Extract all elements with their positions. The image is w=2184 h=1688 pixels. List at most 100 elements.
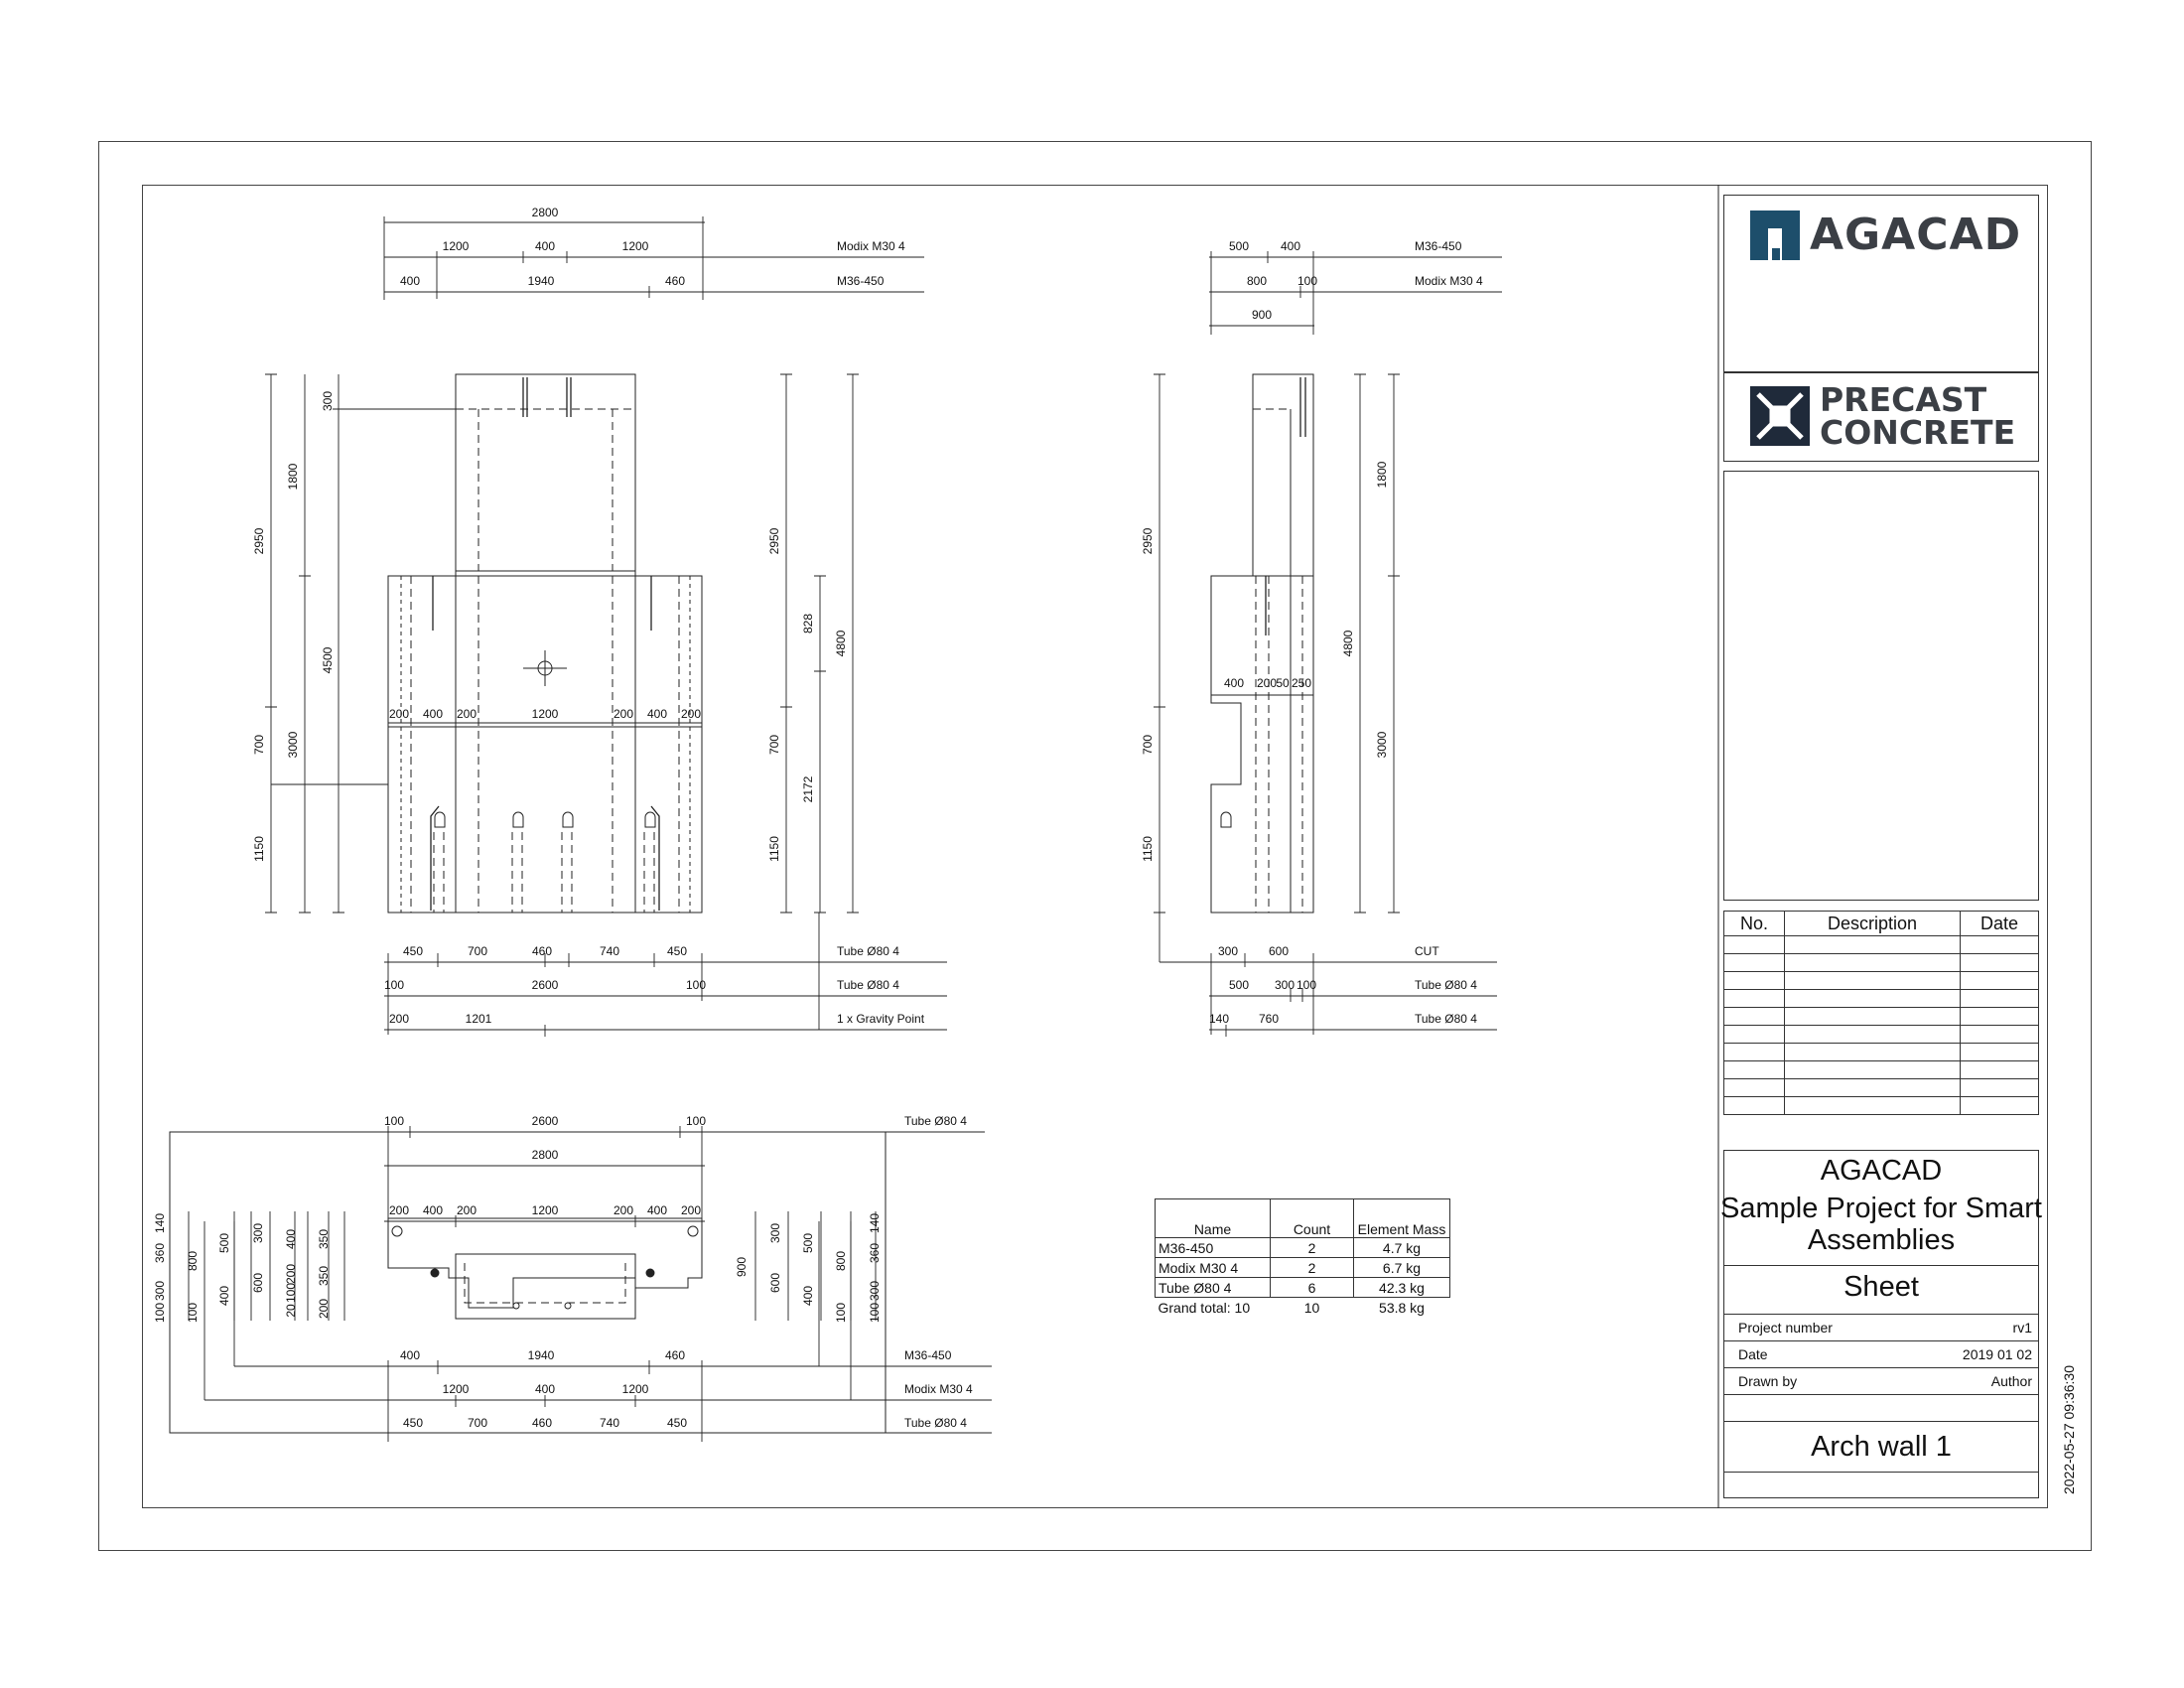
- dim-text: 200: [457, 707, 477, 721]
- dim-text: 200: [614, 707, 633, 721]
- dim-text: 350: [317, 1266, 331, 1286]
- dim-text: 100: [686, 978, 706, 992]
- qty-cell-mass: 4.7 kg: [1353, 1237, 1450, 1258]
- qty-cell-count: 2: [1270, 1257, 1354, 1278]
- product-logo-box: PRECAST CONCRETE: [1723, 372, 2039, 462]
- dim-text: 900: [1252, 308, 1272, 322]
- dim-text: 2950: [252, 527, 266, 554]
- dim-text: 300: [251, 1223, 265, 1243]
- table-row: M36-450 2 4.7 kg: [1155, 1237, 1450, 1258]
- dim-text: 1150: [252, 836, 266, 862]
- dim-label: Modix M30 4: [1415, 274, 1483, 288]
- dim-text: 700: [252, 735, 266, 755]
- dim-label: Modix M30 4: [837, 239, 905, 253]
- side-upper-panel: [1252, 373, 1314, 577]
- qty-cell-name: Modix M30 4: [1155, 1257, 1271, 1278]
- dim-text: 100: [153, 1303, 167, 1323]
- company-name: AGACAD: [1820, 1155, 1943, 1187]
- dim-text: 400: [217, 1286, 231, 1306]
- dim-text: 1200: [443, 1382, 470, 1396]
- dim-text: 400: [423, 1203, 443, 1217]
- dim-text: 1201: [466, 1012, 492, 1026]
- dim-text: 200: [317, 1299, 331, 1319]
- sheet-name: Arch wall 1: [1811, 1431, 1952, 1463]
- dim-text: 300: [1218, 944, 1238, 958]
- dim-text: 300: [868, 1281, 882, 1301]
- quantity-schedule: Name Count Element Mass M36-450 2 4.7 kg…: [1155, 1198, 1450, 1317]
- dim-text: 100: [284, 1283, 298, 1303]
- table-row: Tube Ø80 4 6 42.3 kg: [1155, 1277, 1450, 1298]
- dim-text: 4800: [1341, 630, 1355, 656]
- sheet-label: Sheet: [1843, 1271, 1919, 1303]
- agacad-logo-text: AGACAD: [1810, 210, 2022, 260]
- dim-text: 250: [1292, 676, 1311, 690]
- table-row: Modix M30 4 2 6.7 kg: [1155, 1257, 1450, 1278]
- dim-text: 200: [389, 1203, 409, 1217]
- dim-text: 500: [1229, 239, 1249, 253]
- dim-text: 200: [284, 1264, 298, 1284]
- date-value: 2019 01 02: [1962, 1346, 2032, 1362]
- qty-total-name: Grand total: 10: [1158, 1299, 1251, 1316]
- dim-text: 400: [535, 1382, 555, 1396]
- dim-text: 100: [686, 1114, 706, 1128]
- dim-text: 4500: [321, 646, 335, 673]
- dim-label: Tube Ø80 4: [904, 1416, 967, 1430]
- dim-text: 450: [403, 944, 423, 958]
- project-name: Sample Project for Smart Assemblies: [1720, 1193, 2042, 1256]
- table-row: [1723, 953, 2039, 972]
- front-upper-panel: [455, 373, 636, 577]
- qty-cell-mass: 6.7 kg: [1353, 1257, 1450, 1278]
- precast-logo-line2: CONCRETE: [1820, 413, 2016, 452]
- table-row: [1723, 1078, 2039, 1097]
- dim-text: 3000: [286, 731, 300, 758]
- divider: [1724, 1394, 2038, 1395]
- table-row-total: Grand total: 10 10 53.8 kg: [1156, 1298, 1450, 1318]
- front-tubes: [433, 811, 656, 913]
- revision-rows: [1723, 935, 2039, 1115]
- qty-total-count: 10: [1303, 1299, 1320, 1316]
- dim-text: 450: [667, 944, 687, 958]
- dim-text: 2600: [532, 1114, 559, 1128]
- dim-text: 140: [868, 1213, 882, 1233]
- dim-text: 800: [1247, 274, 1267, 288]
- dim-text: 828: [801, 614, 815, 633]
- dim-text: 900: [735, 1257, 749, 1277]
- precast-logo-icon: [1750, 386, 1810, 446]
- dim-label: Tube Ø80 4: [1415, 978, 1477, 992]
- dim-text: 1150: [1141, 836, 1155, 862]
- dim-text: 200: [389, 1012, 409, 1026]
- side-lower-panel: [1210, 575, 1314, 914]
- notes-box: [1723, 471, 2039, 901]
- dim-text: 200: [457, 1203, 477, 1217]
- front-lower-panel: [387, 575, 703, 914]
- dim-text: 1940: [528, 1348, 555, 1362]
- qty-header-count: Count: [1270, 1198, 1354, 1238]
- dim-text: 2950: [767, 527, 781, 554]
- agacad-logo: AGACAD: [1750, 210, 2021, 260]
- dim-text: 300: [153, 1281, 167, 1301]
- dim-text: 400: [647, 1203, 667, 1217]
- dim-label: Tube Ø80 4: [904, 1114, 967, 1128]
- agacad-logo-icon: [1750, 210, 1800, 260]
- dim-text: 2950: [1141, 527, 1155, 554]
- divider: [1724, 1314, 2038, 1315]
- dim-text: 1200: [532, 1203, 559, 1217]
- revision-table: No. Description Date: [1723, 911, 2039, 1115]
- table-row: [1723, 971, 2039, 990]
- qty-cell-count: 2: [1270, 1237, 1354, 1258]
- project-info-box: AGACAD Sample Project for Smart Assembli…: [1720, 1150, 2042, 1498]
- dim-text: 2800: [532, 1148, 559, 1162]
- rev-header-no: No.: [1723, 911, 1785, 936]
- dim-text: 1940: [528, 274, 555, 288]
- dim-text: 450: [403, 1416, 423, 1430]
- dim-text: 800: [186, 1251, 200, 1271]
- precast-concrete-logo: PRECAST CONCRETE: [1750, 383, 2015, 449]
- dim-label: M36-450: [904, 1348, 952, 1362]
- dim-text: 400: [1281, 239, 1300, 253]
- dim-text: 200: [1257, 676, 1277, 690]
- dim-text: 1150: [767, 836, 781, 862]
- dim-text: 1200: [443, 239, 470, 253]
- dim-text: 100: [1297, 978, 1316, 992]
- dim-text: 300: [768, 1223, 782, 1243]
